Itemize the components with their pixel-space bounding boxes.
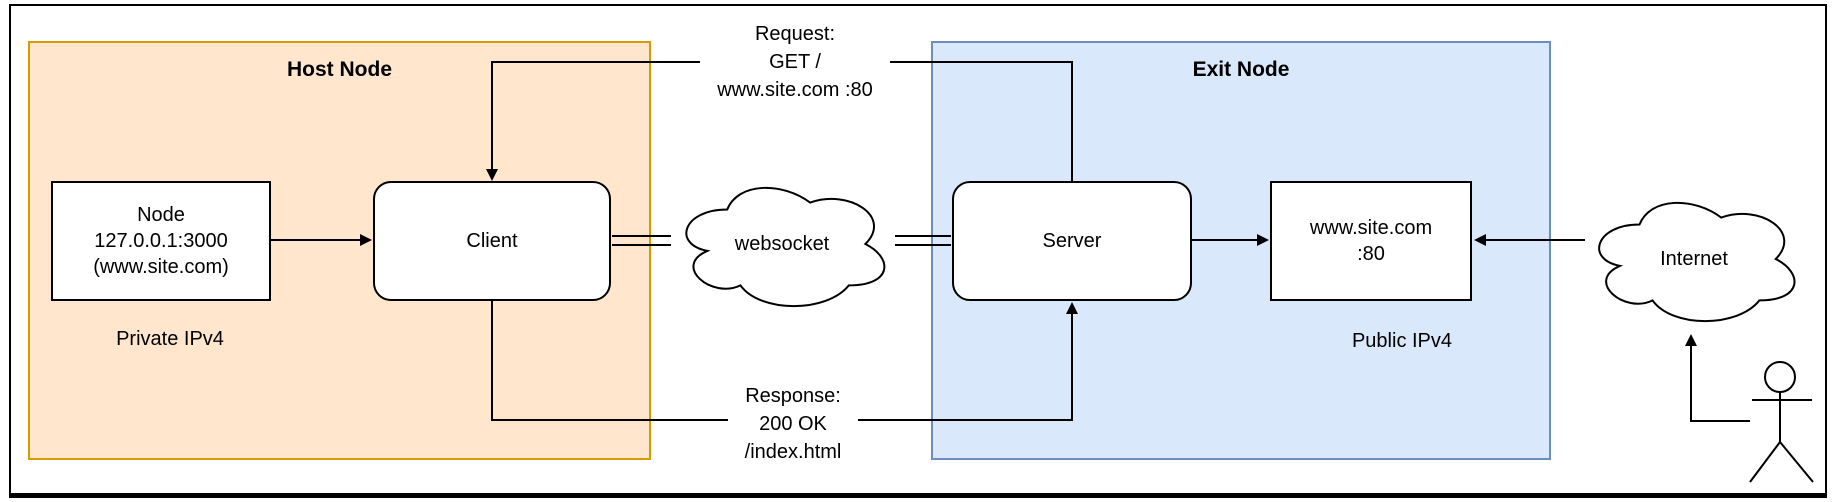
site-box-line1: www.site.com (1309, 217, 1433, 239)
websocket-cloud-shape (686, 188, 884, 306)
server-to-site-arrowhead (1257, 234, 1269, 246)
internet-cloud-shape (1599, 203, 1794, 321)
client-box-label: Client (466, 230, 518, 252)
node-box-line3: (www.site.com) (93, 256, 229, 278)
node-to-client-arrowhead (360, 234, 372, 246)
request-edge-label: Request: GET / www.site.com :80 (700, 20, 890, 104)
client-box: Client (373, 181, 611, 301)
response-label-line2: 200 OK (759, 413, 827, 435)
person-to-internet-arrowhead (1685, 334, 1697, 346)
server-box: Server (952, 181, 1192, 301)
private-ipv4-label: Private IPv4 (116, 328, 224, 350)
client-websocket-link (612, 235, 671, 246)
response-edge-label: Response: 200 OK /index.html (728, 382, 858, 466)
request-label-line3: www.site.com :80 (717, 79, 873, 101)
server-box-label: Server (1042, 230, 1102, 252)
response-arrowhead (1066, 302, 1078, 314)
node-box-line1: Node (137, 204, 185, 226)
response-label-line3: /index.html (744, 441, 842, 463)
public-ipv4-label: Public IPv4 (1351, 330, 1453, 352)
person-icon (1749, 361, 1814, 483)
site-box-line2: :80 (1357, 243, 1385, 265)
internet-to-site-arrowhead (1474, 234, 1486, 246)
exit-node-title: Exit Node (1192, 58, 1290, 81)
request-label-line1: Request: (754, 23, 836, 45)
websocket-server-link (895, 235, 951, 246)
internet-cloud-label: Internet (1660, 248, 1728, 270)
node-box-line2: 127.0.0.1:3000 (94, 230, 228, 252)
websocket-cloud-label: websocket (734, 233, 830, 255)
host-node-title: Host Node (287, 58, 392, 81)
node-box: Node 127.0.0.1:3000 (www.site.com) (51, 181, 271, 301)
response-label-line1: Response: (745, 385, 841, 407)
request-arrowhead (486, 169, 498, 181)
site-box: www.site.com :80 (1270, 181, 1472, 301)
request-label-line2: GET / (769, 51, 821, 73)
canvas-border (9, 4, 1827, 498)
person-to-internet-arrow (1690, 346, 1750, 422)
